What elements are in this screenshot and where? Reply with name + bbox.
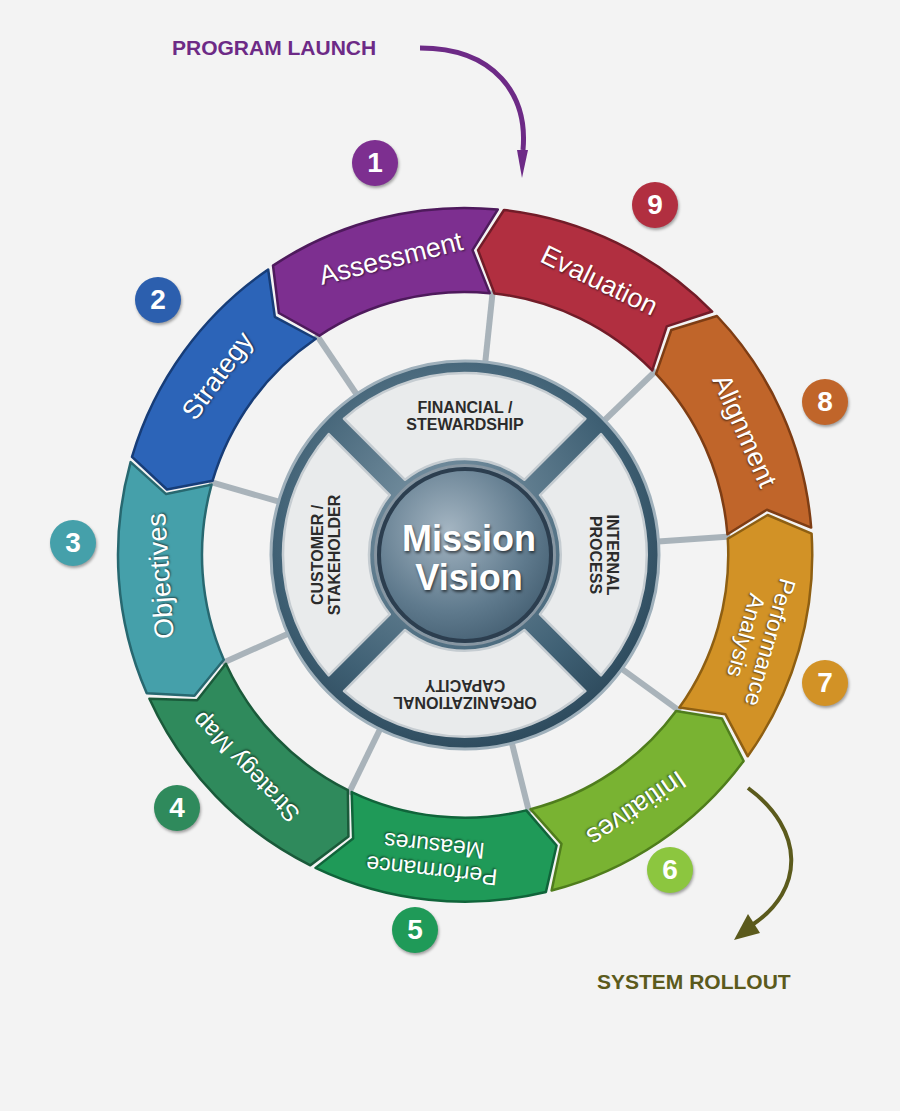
callout-number: 7 <box>802 660 848 706</box>
cycle-segment: Alignment <box>652 312 815 534</box>
cycle-segment-outline <box>149 664 348 865</box>
cycle-segment-outline <box>656 316 811 534</box>
spoke <box>655 536 731 541</box>
hub-quadrant-outline <box>283 434 390 675</box>
callout-number: 4 <box>154 785 200 831</box>
cycle-segment: Evaluation <box>474 206 712 371</box>
cycle-segment-outline <box>478 210 712 370</box>
spoke <box>511 739 529 813</box>
callout-number: 5 <box>392 907 438 953</box>
hub-quadrant-outline <box>344 630 585 737</box>
rollout-arrowhead <box>734 914 760 940</box>
spoke <box>222 632 291 663</box>
callout-number: 9 <box>632 182 678 228</box>
spoke <box>602 370 657 423</box>
cycle-segment: Performance Measures <box>317 790 561 906</box>
hub-center: Mission Vision <box>377 467 553 643</box>
cycle-segment: Objectives <box>114 464 228 700</box>
cycle-segment-outline <box>679 515 812 756</box>
spoke <box>348 726 381 794</box>
quadrant-label: INTERNAL PROCESS <box>587 495 622 615</box>
rollout-label: SYSTEM ROLLOUT <box>597 970 791 994</box>
rollout-arrow <box>748 788 791 925</box>
cycle-segment: Performance Analysis <box>678 511 816 755</box>
hub-quadrant: ORGANIZATIONAL CAPACITY <box>340 626 589 741</box>
center-label: Mission Vision <box>394 520 544 598</box>
quadrant-label: CUSTOMER / STAKEHOLDER <box>309 480 344 630</box>
launch-arrow <box>420 48 523 150</box>
cycle-segment-outline <box>118 462 224 696</box>
spoke <box>316 334 358 397</box>
hub-quadrant-outline <box>344 373 585 480</box>
callout-number: 3 <box>50 520 96 566</box>
cycle-segment: Initiatives <box>531 707 748 893</box>
cycle-segment-outline <box>132 269 316 489</box>
callout-number: 1 <box>352 140 398 186</box>
quadrant-label: ORGANIZATIONAL CAPACITY <box>377 677 552 712</box>
hub-disc <box>271 361 659 749</box>
callout-number: 2 <box>135 277 181 323</box>
quadrant-label: FINANCIAL / STEWARDSHIP <box>390 399 540 434</box>
launch-label: PROGRAM LAUNCH <box>172 36 376 60</box>
launch-arrowhead <box>517 150 528 178</box>
cycle-segment-outline <box>273 208 498 336</box>
cycle-segment: Assessment <box>269 204 496 340</box>
hub-quadrant: INTERNAL PROCESS <box>536 430 651 679</box>
cycle-segment-outline <box>531 711 744 890</box>
spoke <box>209 482 282 503</box>
spoke <box>619 667 680 712</box>
cycle-segment: Strategy Map <box>148 664 352 869</box>
hub-quadrant-outline <box>540 434 647 675</box>
callout-number: 6 <box>647 847 693 893</box>
callout-number: 8 <box>802 379 848 425</box>
spoke <box>485 290 493 366</box>
cycle-segment-outline <box>316 792 557 902</box>
